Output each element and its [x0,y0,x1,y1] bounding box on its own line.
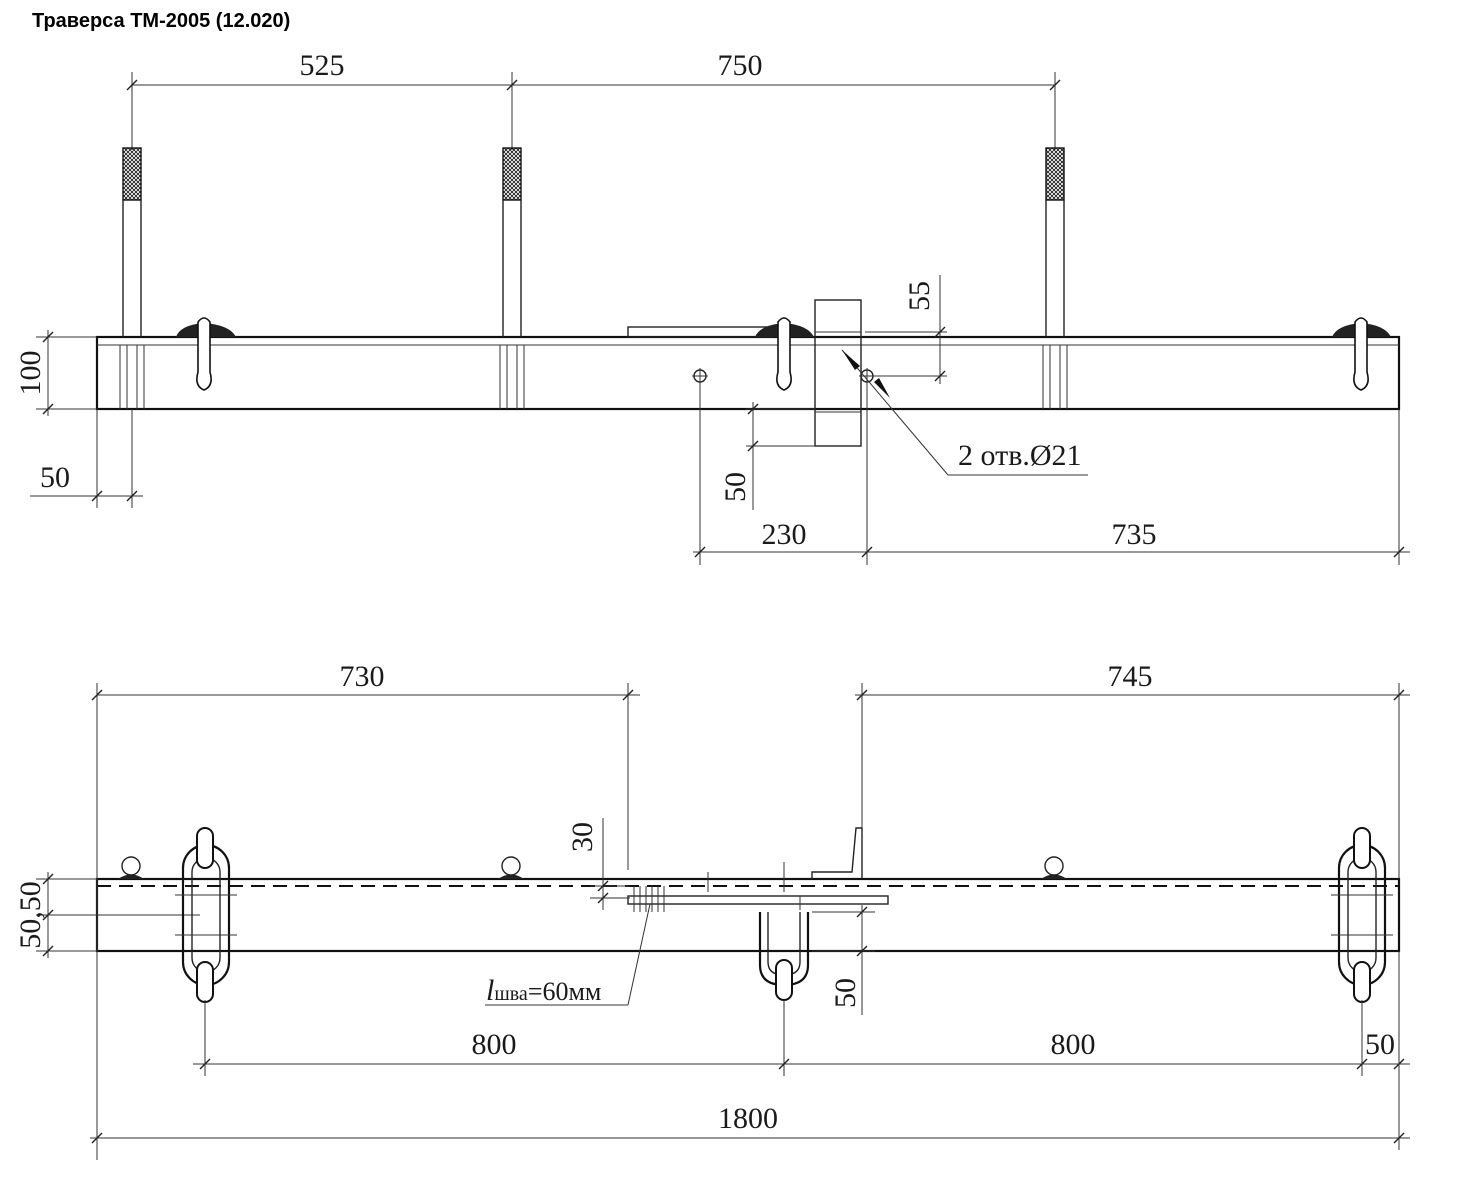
center-plate [627,895,889,905]
hook-center [755,317,814,391]
dim-525: 525 [300,49,345,82]
chain-link-right [1331,827,1393,1003]
holes-callout: 2 отв.Ø21 [958,439,1082,472]
hole-left [692,368,708,384]
angle-piece [811,827,863,879]
dim-750: 750 [718,49,763,82]
pin-middle [499,130,525,409]
svg-text:lшва=60мм: lшва=60мм [486,974,601,1007]
dim-230: 230 [762,518,807,551]
pin-right [1042,130,1068,409]
ring-left [118,856,144,879]
dim-800-right: 800 [1051,1028,1096,1061]
pin-left [119,130,145,409]
dim-50-right: 50 [1365,1028,1395,1061]
dim-50-mid-bottom: 50 [829,978,862,1008]
dim-100: 100 [14,351,47,396]
dim-30: 30 [566,822,599,852]
dim-800-left: 800 [472,1028,517,1061]
dim-50-50: 50,50 [14,881,47,949]
ring-right [1041,856,1067,879]
beam-plan-view [95,877,1401,953]
dim-1800: 1800 [718,1102,778,1135]
dim-735: 735 [1112,518,1157,551]
dim-50-left: 50 [40,461,70,494]
dim-50-mid-top: 50 [719,472,752,502]
beam-top-view [95,335,1401,411]
hook-right [1332,317,1391,391]
chain-link-left [175,827,237,1003]
bottom-view: 730 745 30 50,50 lшва=60мм [14,660,1410,1160]
dim-55: 55 [903,281,936,311]
top-plate [627,326,774,338]
weld-mark [633,886,665,912]
drawing-title: Траверса ТМ-2005 (12.020) [32,10,291,32]
ring-middle [498,856,524,879]
angle-bracket [814,299,862,447]
dim-730: 730 [340,660,385,693]
hook-left [176,317,236,391]
center-shackle [758,912,810,1001]
dim-745: 745 [1108,660,1153,693]
top-view: 525 750 100 50 55 2 отв.Ø21 [14,49,1410,565]
weld-length-label: lшва=60мм [486,974,601,1007]
